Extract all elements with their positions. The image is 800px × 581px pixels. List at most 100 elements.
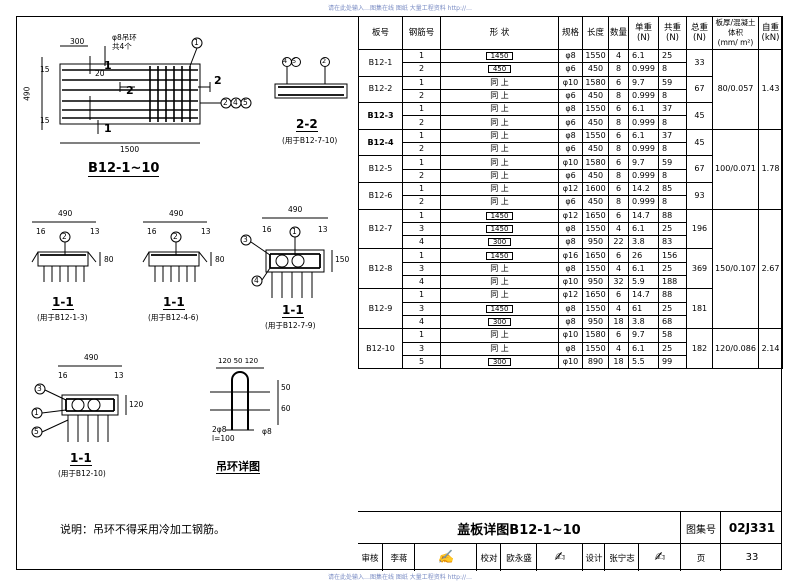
sheet-title: 盖板详图B12-1~10 [457, 522, 581, 538]
rebar-number: 4 [402, 314, 441, 330]
rebar-shape: 同 上 [440, 328, 559, 343]
hook-title: 吊环详图 [216, 460, 260, 474]
sec4-title: 1-1 [70, 451, 92, 466]
rebar-qty: 6 [608, 181, 629, 197]
rebar-shape: 同 上 [440, 102, 559, 117]
volume-value: 0.071 [733, 164, 756, 174]
shape-value: 同 上 [490, 330, 509, 340]
rebar-shape: 同 上 [440, 128, 559, 144]
hook-h1: 50 [281, 383, 291, 392]
rebar-number: 1 [402, 102, 441, 117]
shape-value: 同 上 [490, 104, 509, 114]
rebar-spec: φ8 [558, 314, 583, 330]
rebar-shape: 同 上 [440, 75, 559, 90]
rebar-shape: 同 上 [440, 275, 559, 290]
rebar-shape: 300 [440, 235, 559, 250]
rebar-spec: φ6 [558, 195, 583, 210]
rebar-qty: 6 [608, 75, 629, 90]
total-weight: 8 [658, 115, 687, 130]
sec3-note: (用于B12-7-9) [265, 321, 316, 330]
rebar-shape: 1450 [440, 208, 559, 223]
unit-weight: 0.999 [628, 142, 659, 157]
dim-20: 20 [95, 69, 105, 78]
rebar-qty: 4 [608, 48, 629, 64]
rebar-qty: 18 [608, 354, 629, 370]
rebar-spec: φ6 [558, 142, 583, 157]
volume-value: 0.086 [733, 343, 756, 353]
unit-weight: 3.8 [628, 235, 659, 250]
rebar-shape: 450 [440, 62, 559, 77]
rebar-number: 1 [402, 248, 441, 263]
rebar-length: 450 [582, 62, 609, 77]
shape-value: 1450 [485, 225, 514, 233]
atlas-label: 图集号 [680, 512, 721, 544]
rebar-table: 板号 钢筋号 形 状 规格 长度 数量 单重(N) 共重(N) 总重(N) 板厚… [358, 16, 783, 370]
rebar-qty: 4 [608, 301, 629, 316]
rebar-shape: 同 上 [440, 115, 559, 130]
sec3-dim: 490 [288, 205, 303, 214]
rebar-shape: 300 [440, 354, 559, 370]
plan-title: B12-1~10 [88, 161, 160, 177]
sec4-circle-5: 5 [34, 427, 39, 436]
sec2-note: (用于B12-4-6) [148, 313, 199, 322]
rebar-qty: 8 [608, 62, 629, 77]
rebar-shape: 同 上 [440, 168, 559, 183]
rebar-number: 1 [402, 208, 441, 223]
sec3-h: 150 [335, 255, 350, 264]
slash: / [730, 343, 734, 353]
unit-weight: 5.9 [628, 275, 659, 290]
unit-weight: 9.7 [628, 328, 659, 343]
sum-weight: 196 [686, 208, 713, 250]
rebar-number: 3 [402, 341, 441, 356]
section-mark-1-bottom: 1 [104, 122, 112, 135]
rebar-length: 1580 [582, 328, 609, 343]
board-number: B12-5 [358, 155, 403, 183]
rebar-shape: 300 [440, 314, 559, 330]
section-2-2-title: 2-2 [296, 117, 318, 132]
header-no: 板号 [358, 16, 403, 50]
section-2-2-note: (用于B12-7-10) [282, 136, 338, 145]
thickness-volume: 120/0.086 [712, 328, 759, 370]
rebar-number: 1 [402, 48, 441, 64]
rebar-shape: 同 上 [440, 155, 559, 170]
sec3-d13: 13 [318, 225, 328, 234]
sec2-title: 1-1 [163, 295, 185, 310]
rebar-qty: 4 [608, 341, 629, 356]
watermark-top: 请在此处输入…图集在线 图纸 大量工程资料 http://… [327, 5, 473, 12]
unit-weight: 6.1 [628, 341, 659, 356]
rebar-length: 950 [582, 314, 609, 330]
review-label: 审核 [361, 553, 379, 564]
rebar-number: 1 [402, 181, 441, 197]
rebar-spec: φ8 [558, 128, 583, 144]
total-weight: 83 [658, 235, 687, 250]
rebar-qty: 6 [608, 328, 629, 343]
rebar-spec: φ10 [558, 155, 583, 170]
rebar-spec: φ10 [558, 75, 583, 90]
rebar-qty: 8 [608, 168, 629, 183]
check-label: 校对 [476, 544, 501, 571]
rebar-number: 2 [402, 62, 441, 77]
unit-weight: 6.1 [628, 221, 659, 237]
hook-bar: 2φ8 [212, 425, 227, 434]
rebar-shape: 1450 [440, 221, 559, 237]
unit-weight: 0.999 [628, 168, 659, 183]
sec1-dim: 490 [58, 209, 73, 218]
rebar-number: 2 [402, 142, 441, 157]
rebar-number: 4 [402, 275, 441, 290]
shape-value: 1450 [485, 52, 514, 61]
rebar-qty: 22 [608, 235, 629, 250]
design-label: 设计 [582, 544, 605, 571]
rebar-spec: φ8 [558, 261, 583, 277]
circle-label-5: 5 [243, 98, 248, 107]
shape-value: 450 [487, 65, 512, 74]
sec4-circle-1: 1 [34, 408, 39, 417]
shape-value: 同 上 [490, 77, 509, 87]
rebar-qty: 32 [608, 275, 629, 290]
